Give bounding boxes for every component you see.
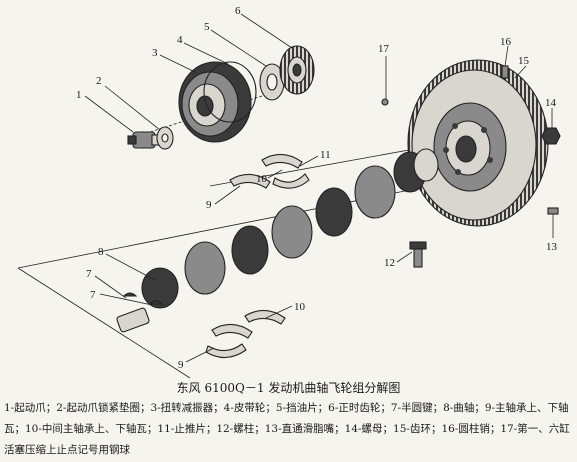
flywheel-part	[407, 59, 549, 227]
crank-claw-part	[127, 131, 161, 149]
woodruff-key-part	[148, 300, 164, 305]
part-number: 17	[378, 43, 390, 55]
crankshaft-part	[116, 148, 439, 333]
leader-lines	[84, 13, 554, 363]
part-number: 7	[90, 289, 96, 301]
part-number: 5	[204, 21, 210, 33]
part-number-labels: 1 2 3 4 5 6 7 7 8 9 9 10 10 11 12 13 14 …	[76, 5, 558, 371]
part-number: 6	[235, 5, 241, 17]
part-number: 13	[546, 241, 558, 253]
part-number: 16	[500, 36, 512, 48]
lock-washer-part	[156, 126, 174, 150]
timing-gear-part	[279, 45, 315, 95]
dowel-pin-part	[501, 65, 509, 79]
diagram-title: 东风 6100Q－1 发动机曲轴飞轮组分解图	[176, 381, 401, 395]
nut-part	[541, 127, 561, 145]
torsional-damper-part	[178, 61, 252, 143]
part-number: 10	[294, 301, 306, 313]
pulley-part	[203, 61, 257, 123]
grease-nipple-part	[547, 207, 559, 215]
part-number: 12	[384, 257, 395, 269]
bearing-shells	[205, 153, 310, 359]
exploded-diagram: 1 2 3 4 5 6 7 7 8 9 9 10 10 11 12 13 14 …	[17, 5, 561, 379]
part-number: 7	[86, 268, 92, 280]
part-number: 9	[206, 199, 212, 211]
part-number: 11	[320, 149, 331, 161]
part-number: 4	[177, 34, 183, 46]
part-number: 15	[518, 55, 530, 67]
stud-part	[409, 241, 427, 268]
parts-legend: 1-起动爪；2-起动爪锁紧垫圈；3-扭转减振器；4-皮带轮；5-挡油片；6-正时…	[4, 402, 570, 456]
part-number: 1	[76, 89, 82, 101]
part-number: 9	[178, 359, 184, 371]
part-number: 14	[545, 97, 557, 109]
part-number: 8	[98, 246, 104, 258]
part-number: 2	[96, 75, 102, 87]
woodruff-key-part	[122, 292, 138, 297]
part-number: 10	[256, 173, 268, 185]
part-number: 3	[152, 47, 158, 59]
steel-ball-part	[381, 98, 389, 106]
